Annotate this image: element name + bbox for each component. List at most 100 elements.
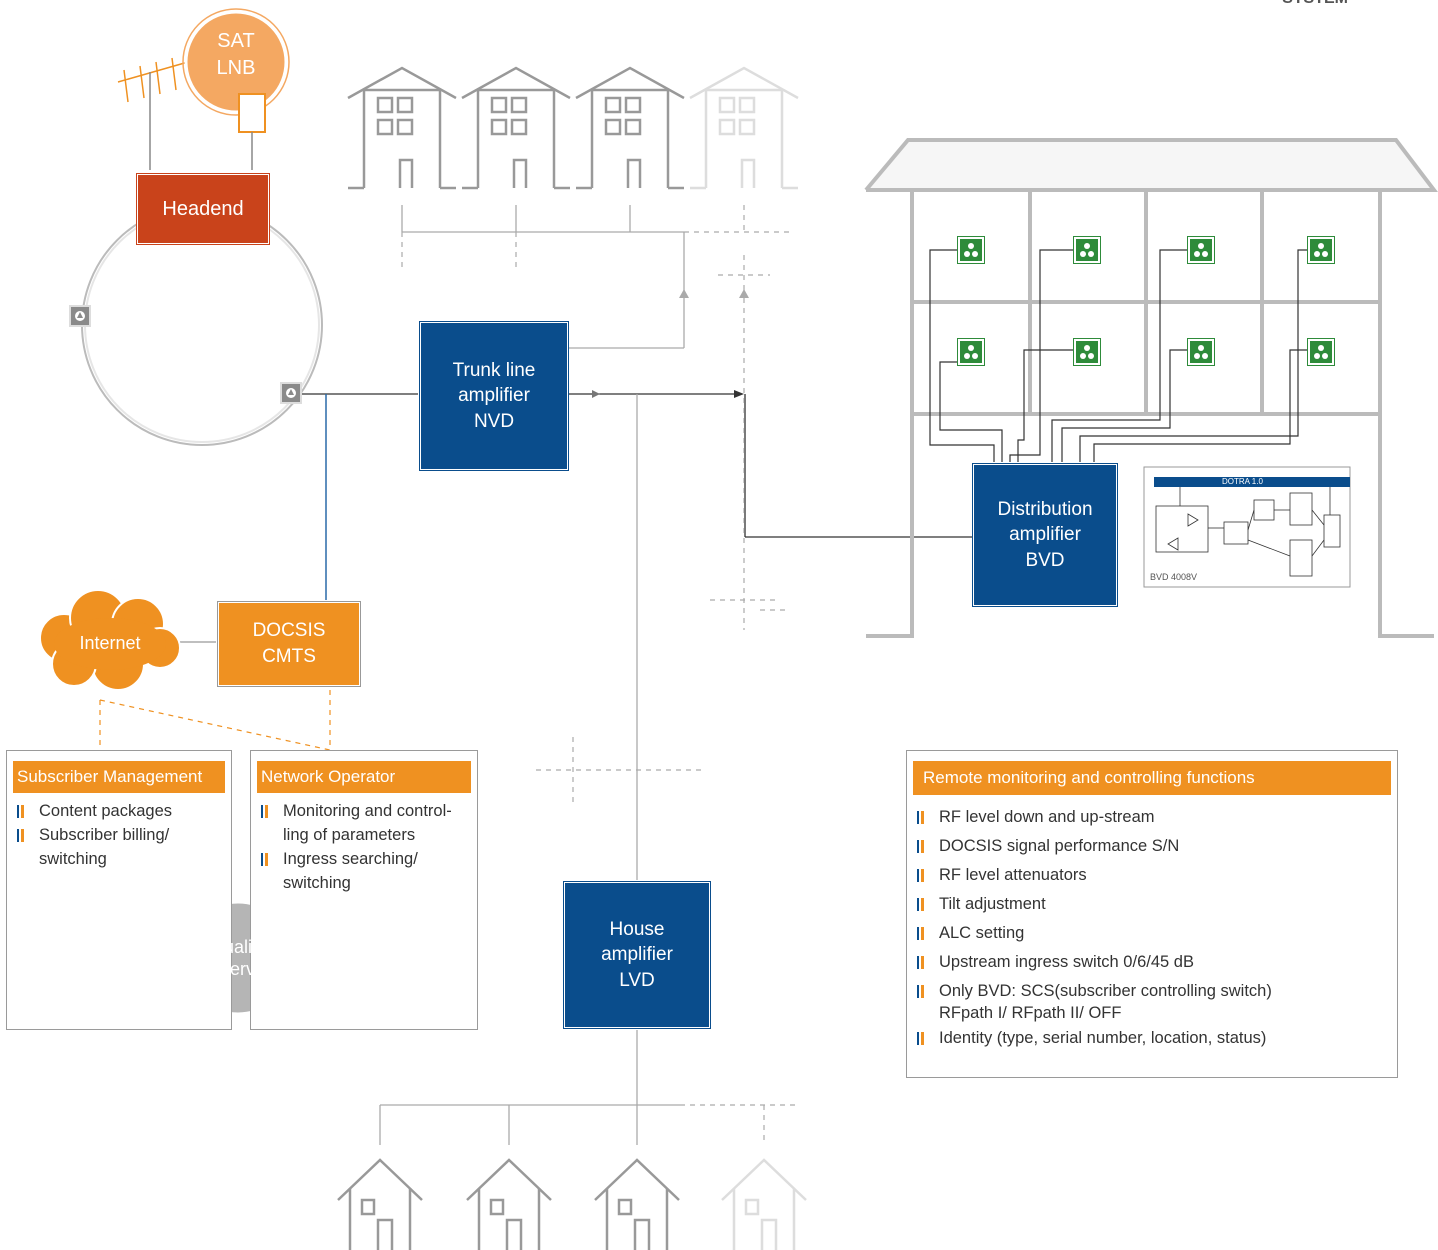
trunk-line3: NVD	[473, 410, 515, 432]
house-icon	[721, 1158, 807, 1250]
list-item: switching	[251, 871, 477, 895]
sat-lnb-label: SAT LNB	[196, 20, 276, 90]
list-item-text: DOCSIS signal performance S/N	[939, 837, 1180, 855]
internet-cloud-icon	[39, 589, 181, 691]
list-item: Only BVD: SCS(subscriber controlling swi…	[907, 977, 1397, 1006]
trunk-amplifier-box[interactable]: Trunk line amplifier NVD	[419, 321, 569, 471]
antenna-socket	[1187, 236, 1215, 264]
house-icon	[466, 1158, 552, 1250]
list-item: switching	[7, 847, 231, 871]
lnb-label: LNB	[216, 57, 256, 79]
house-icon	[575, 66, 685, 190]
antenna-socket	[957, 338, 985, 366]
qos-line2: of Service	[197, 959, 279, 979]
list-item-text: switching	[283, 874, 351, 892]
bullet-icon	[261, 853, 268, 866]
network-operator-panel: Network Operator Monitoring and control-…	[250, 750, 478, 1030]
list-item: ALC setting	[907, 919, 1397, 948]
signal-arrow	[739, 289, 749, 298]
page-header-title: SYSTEM	[1282, 0, 1348, 8]
trunk-line2: amplifier	[458, 385, 530, 407]
list-item: RF level down and up-stream	[907, 803, 1397, 832]
subscriber-list: Content packages Subscriber billing/ swi…	[7, 799, 231, 871]
bullet-icon	[917, 898, 924, 911]
sat-lnb-icon	[182, 8, 290, 170]
ring-connector-icon	[280, 382, 302, 404]
bullet-icon	[17, 829, 24, 842]
cmts-line1: DOCSIS	[252, 620, 326, 642]
list-item: Content packages	[7, 799, 231, 823]
house-line1: House	[609, 918, 665, 940]
house-amplifier-box[interactable]: House amplifier LVD	[563, 881, 711, 1029]
bullet-icon	[261, 805, 268, 818]
headend-box[interactable]: Headend	[136, 173, 270, 245]
ring-connector-icon	[69, 305, 91, 327]
remote-monitoring-panel: Remote monitoring and controlling functi…	[906, 750, 1398, 1078]
cmts-box[interactable]: DOCSIS CMTS	[217, 601, 361, 687]
list-item-text: RF level attenuators	[939, 866, 1087, 884]
house-icon	[337, 1158, 423, 1250]
dotra-model: BVD 4008V	[1150, 572, 1198, 582]
qos-label: Quality of Service	[182, 930, 294, 986]
list-item: Monitoring and control-	[251, 799, 477, 823]
bullet-icon	[917, 956, 924, 969]
list-item-text: Monitoring and control-	[283, 802, 452, 820]
list-item: Upstream ingress switch 0/6/45 dB	[907, 948, 1397, 977]
house-icon	[689, 66, 799, 190]
list-item: ling of parameters	[251, 823, 477, 847]
list-item-text: ALC setting	[939, 924, 1025, 942]
house-line3: LVD	[619, 969, 655, 991]
list-item: Identity (type, serial number, location,…	[907, 1024, 1397, 1053]
sat-label: SAT	[217, 30, 255, 52]
operator-list: Monitoring and control- ling of paramete…	[251, 799, 477, 895]
list-item-text: RFpath I/ RFpath II/ OFF	[939, 1004, 1122, 1022]
bullet-icon	[17, 805, 24, 818]
antenna-socket	[1073, 236, 1101, 264]
bullet-icon	[917, 1032, 924, 1045]
antenna-icon	[117, 57, 189, 170]
antenna-socket	[1073, 338, 1101, 366]
subscriber-management-panel: Subscriber Management Content packages S…	[6, 750, 232, 1030]
distribution-amplifier-box[interactable]: Distribution amplifier BVD	[972, 463, 1118, 607]
dotra-title: DOTRA 1.0	[1222, 477, 1263, 486]
list-item-text: switching	[39, 850, 107, 868]
house-icon	[461, 66, 571, 190]
socket-wiring	[929, 249, 1308, 462]
cmts-line2: CMTS	[262, 646, 316, 667]
antenna-socket	[957, 236, 985, 264]
list-item-text: Only BVD: SCS(subscriber controlling swi…	[939, 982, 1272, 1000]
list-item-text: Subscriber billing/	[39, 826, 170, 844]
operator-panel-title: Network Operator	[257, 761, 471, 793]
signal-arrow	[592, 390, 600, 398]
antenna-socket	[1307, 338, 1335, 366]
bullet-icon	[917, 811, 924, 824]
house-icon	[347, 66, 457, 190]
apartment-building	[864, 138, 1438, 638]
bullet-icon	[917, 927, 924, 940]
signal-arrow	[679, 289, 689, 298]
antenna-socket	[1307, 236, 1335, 264]
signal-arrow	[734, 390, 744, 398]
list-item-text: ling of parameters	[283, 826, 416, 844]
list-item: DOCSIS signal performance S/N	[907, 832, 1397, 861]
list-item-text: Upstream ingress switch 0/6/45 dB	[939, 953, 1194, 971]
list-item: Tilt adjustment	[907, 890, 1397, 919]
list-item: RFpath I/ RFpath II/ OFF	[907, 1002, 1397, 1024]
list-item: Ingress searching/	[251, 847, 477, 871]
distribution-line2: amplifier	[1009, 524, 1081, 546]
remote-panel-title: Remote monitoring and controlling functi…	[913, 761, 1391, 795]
list-item-text: Tilt adjustment	[939, 895, 1046, 913]
antenna-socket	[1187, 338, 1215, 366]
bullet-icon	[917, 869, 924, 882]
bullet-icon	[917, 840, 924, 853]
house-icon	[594, 1158, 680, 1250]
distribution-line3: BVD	[1025, 549, 1065, 571]
house-line2: amplifier	[601, 944, 673, 966]
qos-line1: Quality	[209, 936, 267, 957]
internet-label: Internet	[79, 632, 141, 653]
headend-label: Headend	[162, 197, 244, 220]
list-item: Subscriber billing/	[7, 823, 231, 847]
list-item-text: Content packages	[39, 802, 173, 820]
list-item-text: RF level down and up-stream	[939, 808, 1155, 826]
